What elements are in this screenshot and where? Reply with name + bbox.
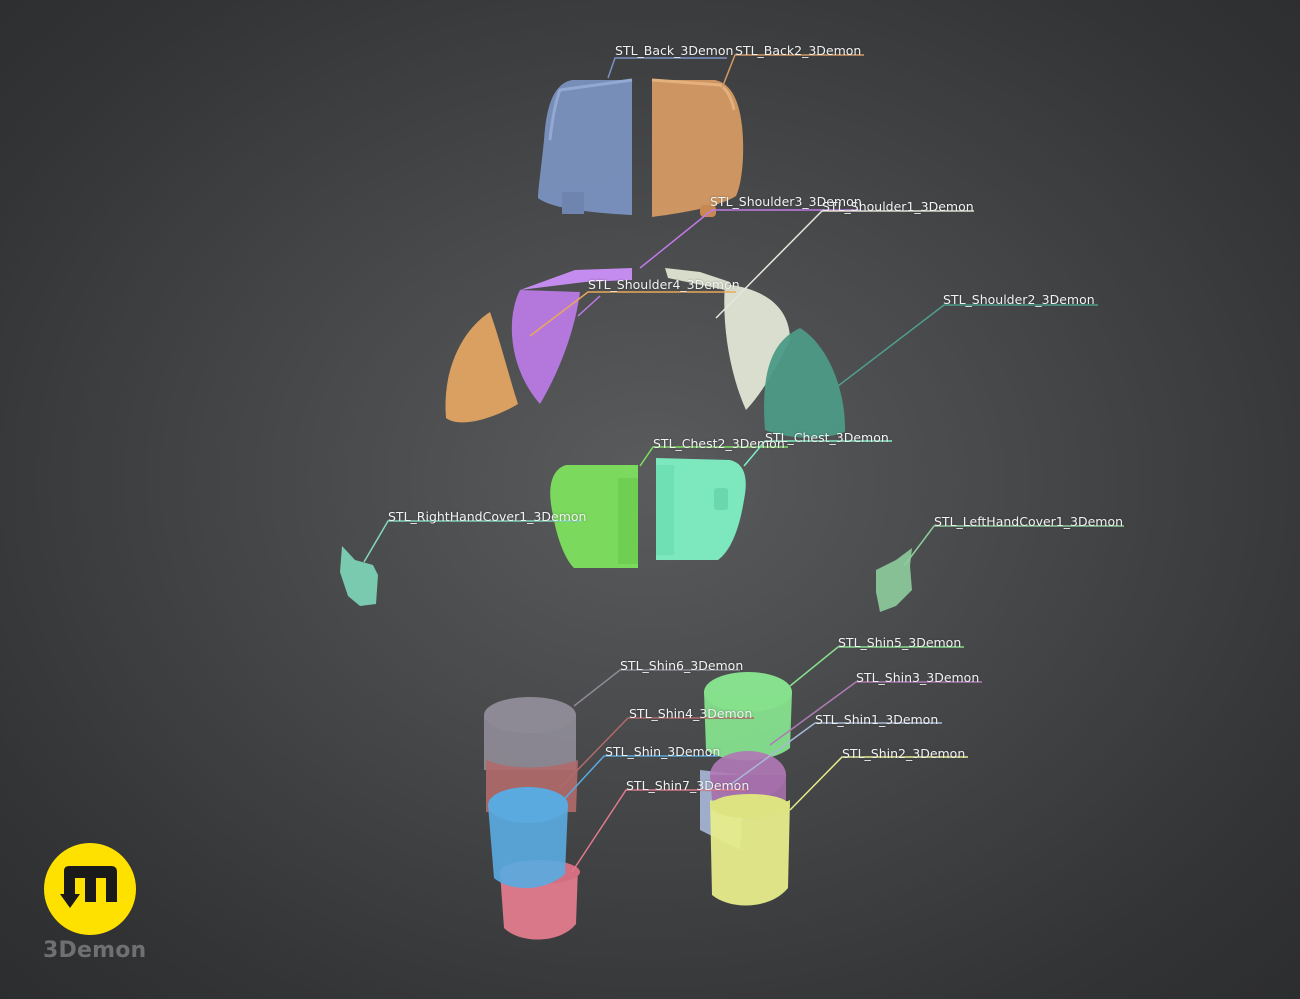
brand-name: 3Demon xyxy=(43,938,147,963)
3demon-m-logo-icon xyxy=(44,843,136,935)
part-chest2 xyxy=(550,465,638,568)
part-shoulder4 xyxy=(445,312,518,423)
part-lefthandcover1 xyxy=(876,548,912,612)
leader-back xyxy=(607,57,727,79)
label-righthandcover1: STL_RightHandCover1_3Demon xyxy=(388,509,587,524)
part-shin xyxy=(488,787,568,889)
part-back xyxy=(538,78,633,215)
label-shin2: STL_Shin2_3Demon xyxy=(842,746,966,761)
leader-shin4 xyxy=(559,717,754,789)
label-shoulder1: STL_Shoulder1_3Demon xyxy=(822,199,974,214)
leader-lines xyxy=(363,54,1124,873)
leader-shin xyxy=(544,755,718,821)
leader-shin2 xyxy=(789,756,968,811)
leader-chest xyxy=(743,440,892,467)
label-shoulder2: STL_Shoulder2_3Demon xyxy=(943,292,1095,307)
label-chest: STL_Chest_3Demon xyxy=(765,430,889,445)
leader-shoulder4b xyxy=(577,295,601,317)
label-shoulder3: STL_Shoulder3_3Demon xyxy=(710,194,862,209)
part-shoulder2 xyxy=(764,328,846,438)
part-shin3 xyxy=(710,751,786,800)
label-shoulder4: STL_Shoulder4_3Demon xyxy=(588,277,740,292)
label-back: STL_Back_3Demon xyxy=(615,43,734,58)
part-chest xyxy=(656,458,746,560)
part-shin5 xyxy=(704,672,792,761)
label-shin1: STL_Shin1_3Demon xyxy=(815,712,939,727)
leader-shin3 xyxy=(769,681,982,746)
part-shoulder1 xyxy=(665,268,790,410)
leader-shoulder4 xyxy=(529,291,736,337)
leader-shin5 xyxy=(789,646,964,687)
leader-righthand xyxy=(363,520,582,563)
leader-shin6 xyxy=(573,669,740,707)
label-shin: STL_Shin_3Demon xyxy=(605,744,721,759)
part-back2 xyxy=(651,78,744,217)
label-chest2: STL_Chest2_3Demon xyxy=(653,436,785,451)
label-shin3: STL_Shin3_3Demon xyxy=(856,670,980,685)
label-shin6: STL_Shin6_3Demon xyxy=(620,658,744,673)
label-shin4: STL_Shin4_3Demon xyxy=(629,706,753,721)
leader-back2 xyxy=(721,54,864,89)
leader-lefthand xyxy=(903,525,1124,567)
label-lefthandcover1: STL_LeftHandCover1_3Demon xyxy=(934,514,1124,529)
leader-shoulder3 xyxy=(639,209,860,269)
part-shoulder3 xyxy=(511,268,632,404)
leader-shoulder2 xyxy=(837,304,1098,387)
leader-shoulder1 xyxy=(715,210,974,319)
label-shin5: STL_Shin5_3Demon xyxy=(838,635,962,650)
leader-chest2 xyxy=(639,446,788,467)
label-back2: STL_Back2_3Demon xyxy=(735,43,862,58)
part-shin2 xyxy=(710,794,790,906)
leader-shin7 xyxy=(571,789,746,873)
part-shin6 xyxy=(484,697,576,770)
part-righthandcover1 xyxy=(340,546,378,606)
leader-shin1 xyxy=(729,722,942,786)
label-shin7: STL_Shin7_3Demon xyxy=(626,778,750,793)
